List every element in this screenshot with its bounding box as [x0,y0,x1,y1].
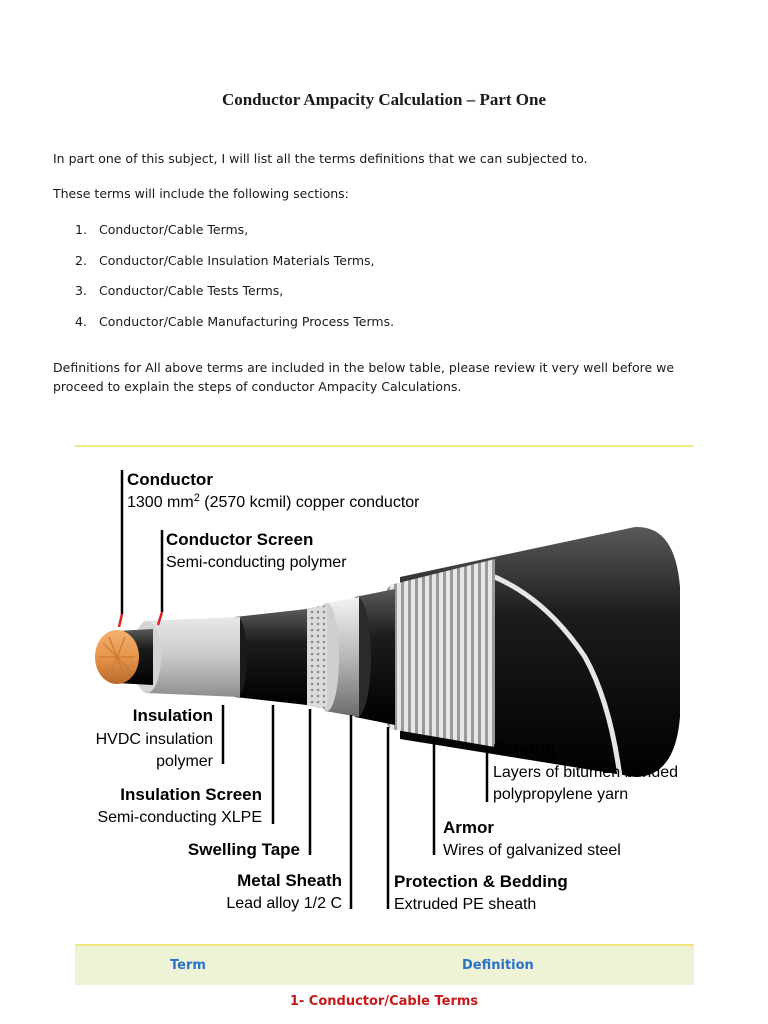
list-text: Conductor/Cable Manufacturing Process Te… [99,314,394,345]
label-insulation-desc2: polymer [156,753,214,770]
list-item: 2.Conductor/Cable Insulation Materials T… [75,253,394,284]
label-insulation-desc1: HVDC insulation [96,731,213,748]
cable-cross-section-figure: Conductor 1300 mm2 (2570 kcmil) copper c… [75,447,694,944]
label-serving-desc1: Layers of bitumen bonded [493,764,678,781]
definitions-table-header: Term Definition [75,944,694,985]
leader-conductor-tip [119,614,122,627]
label-armor-desc: Wires of galvanized steel [443,842,621,859]
list-text: Conductor/Cable Insulation Materials Ter… [99,253,375,284]
label-swelling-tape: Swelling Tape [188,840,300,859]
list-text: Conductor/Cable Terms, [99,222,248,253]
label-conductor-screen-desc: Semi-conducting polymer [166,554,347,571]
label-insulation-screen-desc: Semi-conducting XLPE [97,809,262,826]
label-insulation-screen: Insulation Screen [120,785,262,804]
label-conductor-desc: 1300 mm2 (2570 kcmil) copper conductor [127,492,420,511]
label-insulation: Insulation [133,706,213,725]
list-number: 3. [75,283,99,314]
label-protection-desc: Extruded PE sheath [394,896,536,913]
sections-list: 1.Conductor/Cable Terms, 2.Conductor/Cab… [75,222,394,344]
cable-illustration: Conductor 1300 mm2 (2570 kcmil) copper c… [75,447,694,944]
definitions-note: Definitions for All above terms are incl… [53,358,718,396]
label-protection: Protection & Bedding [394,872,568,891]
label-serving-desc2: polypropylene yarn [493,786,628,803]
sections-intro: These terms will include the following s… [53,184,718,203]
intro-paragraph: In part one of this subject, I will list… [53,149,718,168]
list-number: 4. [75,314,99,345]
column-header-definition: Definition [462,958,534,973]
page-title: Conductor Ampacity Calculation – Part On… [0,90,768,110]
label-metal-sheath: Metal Sheath [237,871,342,890]
label-armor: Armor [443,818,494,837]
list-number: 2. [75,253,99,284]
list-text: Conductor/Cable Tests Terms, [99,283,283,314]
label-metal-sheath-desc: Lead alloy 1/2 C [226,895,342,912]
label-serving: Serving [493,739,555,758]
table-section-heading: 1- Conductor/Cable Terms [0,994,768,1009]
label-conductor-screen: Conductor Screen [166,530,313,549]
list-item: 1.Conductor/Cable Terms, [75,222,394,253]
list-item: 4.Conductor/Cable Manufacturing Process … [75,314,394,345]
column-header-term: Term [170,958,206,973]
list-number: 1. [75,222,99,253]
label-conductor: Conductor [127,470,213,489]
list-item: 3.Conductor/Cable Tests Terms, [75,283,394,314]
